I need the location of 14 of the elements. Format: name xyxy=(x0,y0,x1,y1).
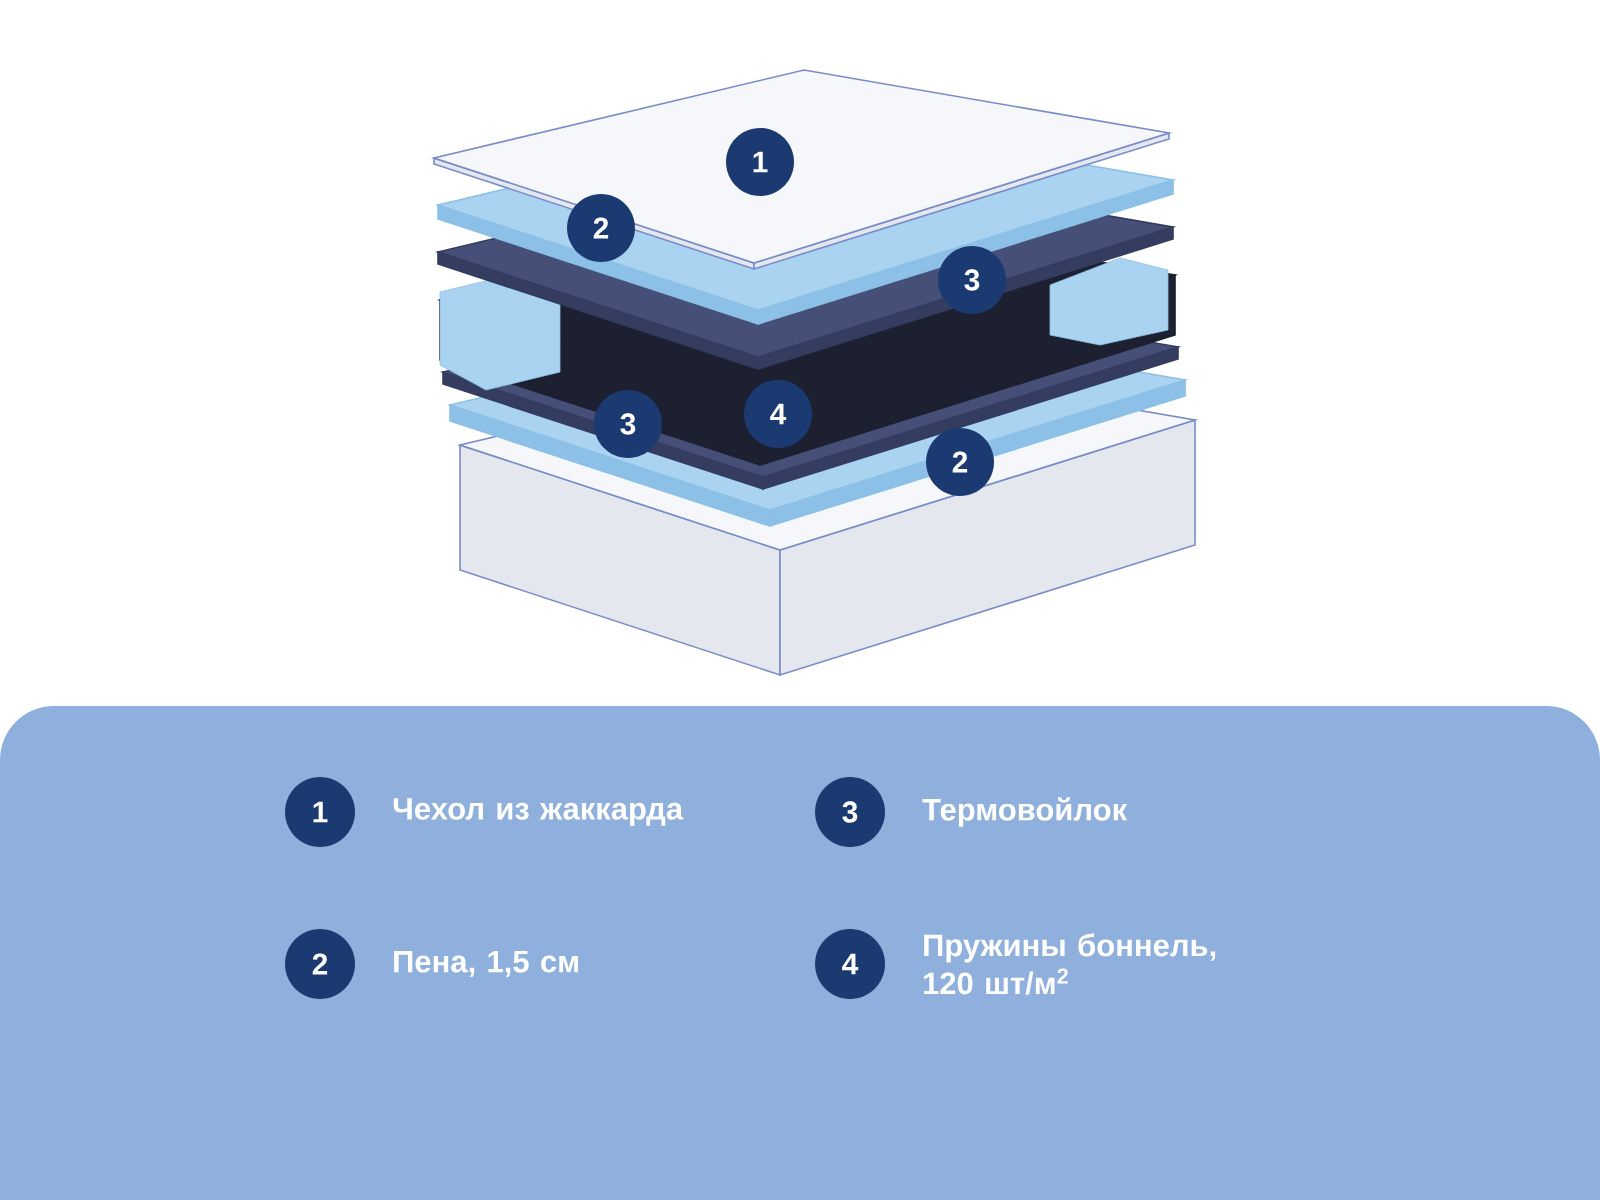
legend-text: Термовойлок xyxy=(922,797,1128,827)
legend-text: Пена, 1,5 см xyxy=(394,950,578,978)
callout-number: 2 xyxy=(926,428,994,496)
legend-text: Чехол из жаккарда xyxy=(393,798,684,826)
callout-number: 4 xyxy=(815,929,885,999)
callout-number: 3 xyxy=(815,777,885,847)
callout-number: 2 xyxy=(567,194,635,262)
callout-number: 1 xyxy=(726,128,794,196)
callout-number: 1 xyxy=(285,777,355,847)
callout-number: 3 xyxy=(594,390,662,458)
callout-number: 2 xyxy=(285,929,355,999)
legend-text: Пружины боннель, 120 шт/м$^{2}$ xyxy=(924,933,1216,995)
callout-number: 3 xyxy=(938,246,1006,314)
callout-number: 4 xyxy=(744,380,812,448)
